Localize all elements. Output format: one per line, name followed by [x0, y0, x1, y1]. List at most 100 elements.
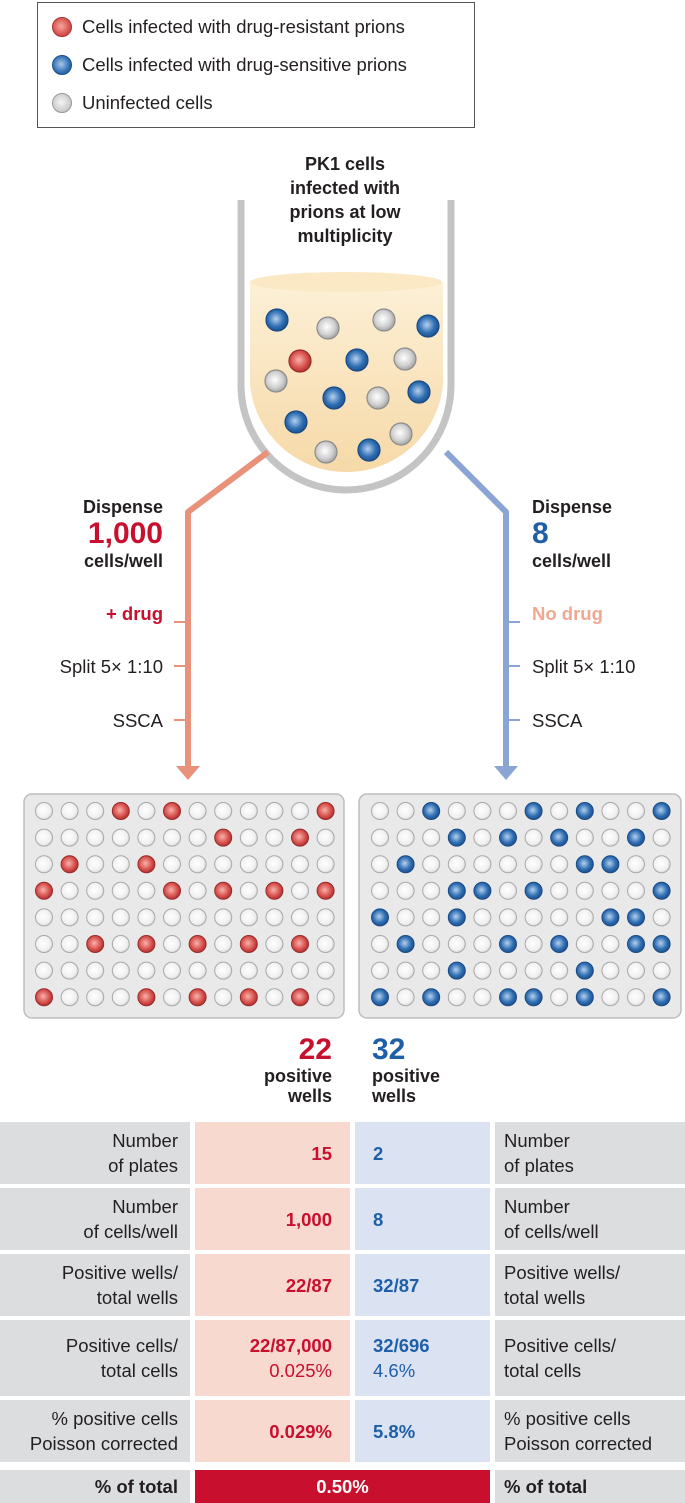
positive-well: [35, 881, 53, 900]
positive-well: [163, 881, 181, 900]
positive-well: [291, 988, 309, 1007]
empty-well: [550, 961, 569, 980]
empty-well: [601, 828, 620, 847]
empty-well: [422, 961, 441, 980]
tube-label-line: infected with: [289, 178, 400, 198]
label-line: Poisson corrected: [504, 1433, 653, 1454]
right-value-cell: 32/696 4.6%: [355, 1320, 490, 1396]
row-label-left: Number of cells/well: [0, 1188, 190, 1250]
positive-well: [550, 828, 569, 847]
empty-well: [396, 961, 415, 980]
label-line: total wells: [504, 1287, 586, 1308]
empty-well: [447, 935, 466, 953]
empty-well: [627, 855, 645, 874]
positive-well: [188, 988, 207, 1007]
empty-well: [627, 961, 645, 980]
empty-well: [652, 855, 671, 874]
label-line: % positive cells: [504, 1408, 631, 1429]
empty-well: [111, 855, 130, 874]
positive-well: [239, 988, 258, 1007]
empty-well: [214, 961, 233, 980]
empty-well: [188, 908, 207, 927]
row-label-right: Number of plates: [495, 1122, 685, 1184]
left-wells-label: wells: [287, 1086, 332, 1106]
empty-well: [601, 988, 620, 1007]
left-positive-wells: 22 positive wells: [200, 1034, 332, 1107]
label-line: % positive cells: [51, 1408, 178, 1429]
empty-well: [35, 908, 53, 927]
legend-label: Cells infected with drug-sensitive prion…: [82, 54, 407, 75]
grey-cell-icon: [372, 308, 396, 332]
grey-cell-icon: [389, 422, 413, 446]
right-plate-wells: [371, 802, 671, 1007]
empty-well: [499, 961, 517, 980]
label-line: Number: [504, 1196, 570, 1217]
positive-well: [499, 988, 517, 1007]
empty-well: [163, 961, 181, 980]
empty-well: [601, 935, 620, 953]
positive-well: [575, 988, 594, 1007]
empty-well: [239, 802, 258, 820]
empty-well: [371, 802, 389, 820]
right-ssca-label: SSCA: [532, 710, 583, 731]
empty-well: [214, 802, 233, 820]
left-dispense-block: Dispense 1,000 cells/well: [20, 496, 163, 572]
empty-well: [214, 988, 233, 1007]
right-value-cell: 8: [355, 1188, 490, 1250]
right-wells-label: wells: [372, 1086, 417, 1106]
positive-well: [35, 988, 53, 1007]
positive-well: [499, 935, 517, 953]
empty-well: [601, 881, 620, 900]
positive-well: [601, 908, 620, 927]
empty-well: [86, 961, 105, 980]
positive-well: [652, 802, 671, 820]
left-value-cell: 22/87: [195, 1254, 350, 1316]
right-positive-count: 32: [372, 1033, 406, 1066]
empty-well: [86, 881, 105, 900]
left-dispense-label: Dispense: [82, 497, 163, 517]
empty-well: [316, 988, 335, 1007]
blue-cell-icon: [284, 410, 308, 434]
empty-well: [447, 988, 466, 1007]
empty-well: [35, 828, 53, 847]
empty-well: [652, 828, 671, 847]
positive-well: [524, 988, 543, 1007]
empty-well: [316, 961, 335, 980]
empty-well: [265, 935, 284, 953]
left-plate: [23, 793, 345, 1019]
red-cell-icon: [288, 349, 312, 373]
empty-well: [60, 961, 79, 980]
value: 22/87,000: [249, 1335, 332, 1356]
empty-well: [35, 935, 53, 953]
right-positive-wells: 32 positive wells: [372, 1033, 504, 1107]
positive-well: [422, 988, 441, 1007]
total-value-bar: 0.50%: [195, 1470, 490, 1503]
right-dispense-label: Dispense: [532, 497, 613, 517]
empty-well: [499, 908, 517, 927]
empty-well: [447, 855, 466, 874]
row-label-left: Number of plates: [0, 1122, 190, 1184]
empty-well: [188, 961, 207, 980]
empty-well: [265, 855, 284, 874]
positive-well: [371, 908, 389, 927]
empty-well: [627, 988, 645, 1007]
label-line: Positive wells/: [61, 1262, 178, 1283]
empty-well: [163, 908, 181, 927]
empty-well: [601, 802, 620, 820]
left-arrow: [174, 449, 270, 780]
empty-well: [265, 908, 284, 927]
positive-well: [627, 828, 645, 847]
right-arrow: [443, 449, 520, 780]
positive-well: [652, 881, 671, 900]
empty-well: [575, 935, 594, 953]
empty-well: [371, 935, 389, 953]
empty-well: [239, 908, 258, 927]
positive-well: [137, 988, 156, 1007]
positive-well: [601, 855, 620, 874]
positive-well: [447, 828, 466, 847]
value-percent: 0.025%: [269, 1360, 332, 1381]
right-cell-count: 8: [532, 517, 549, 550]
empty-well: [473, 828, 492, 847]
positive-well: [575, 855, 594, 874]
empty-well: [214, 908, 233, 927]
